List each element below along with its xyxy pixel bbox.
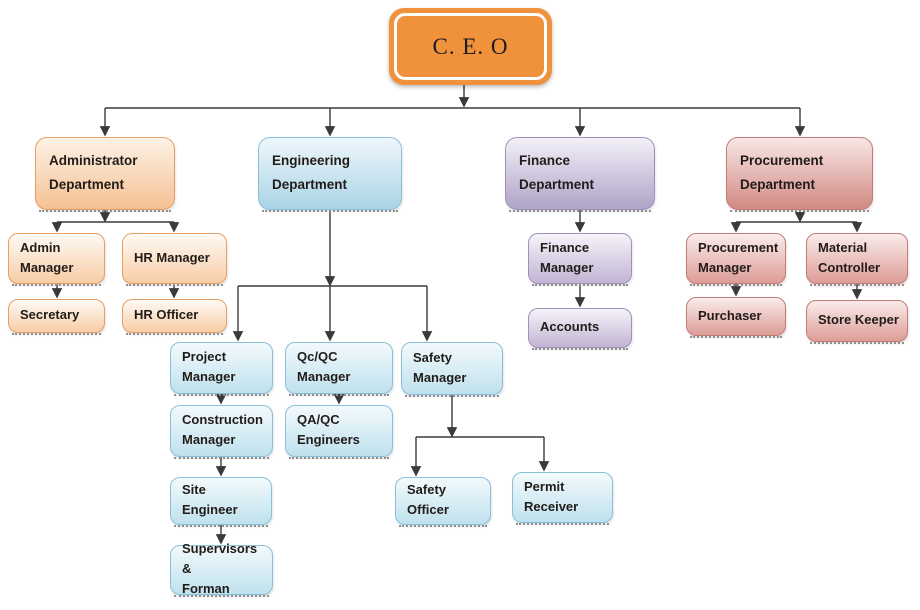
node-procurement-department: Procurement Department xyxy=(726,137,873,212)
node-admin-manager: Admin Manager xyxy=(8,233,105,286)
ceo-label: C. E. O xyxy=(394,13,547,80)
node-site-engineer: Site Engineer xyxy=(170,477,272,527)
node-safety-officer: Safety Officer xyxy=(395,477,491,527)
node-engineering-department: Engineering Department xyxy=(258,137,402,212)
node-material-controller: Material Controller xyxy=(806,233,908,286)
node-finance-manager: Finance Manager xyxy=(528,233,632,286)
node-hr-officer: HR Officer xyxy=(122,299,227,335)
node-safety-manager: Safety Manager xyxy=(401,342,503,397)
node-permit-receiver: Permit Receiver xyxy=(512,472,613,525)
node-finance-department: Finance Department xyxy=(505,137,655,212)
node-secretary: Secretary xyxy=(8,299,105,335)
node-ceo: C. E. O xyxy=(389,8,552,85)
node-administrator-department: Administrator Department xyxy=(35,137,175,212)
node-purchaser: Purchaser xyxy=(686,297,786,338)
node-supervisors-forman: Supervisors & Forman xyxy=(170,541,273,597)
node-hr-manager: HR Manager xyxy=(122,233,227,286)
node-construction-manager: Construction Manager xyxy=(170,405,273,459)
node-qa-qc-engineers: QA/QC Engineers xyxy=(285,405,393,459)
node-procurement-manager: Procurement Manager xyxy=(686,233,786,286)
node-accounts: Accounts xyxy=(528,308,632,350)
node-project-manager: Project Manager xyxy=(170,342,273,396)
node-qcqc-manager: Qc/QC Manager xyxy=(285,342,393,396)
node-store-keeper: Store Keeper xyxy=(806,300,908,344)
